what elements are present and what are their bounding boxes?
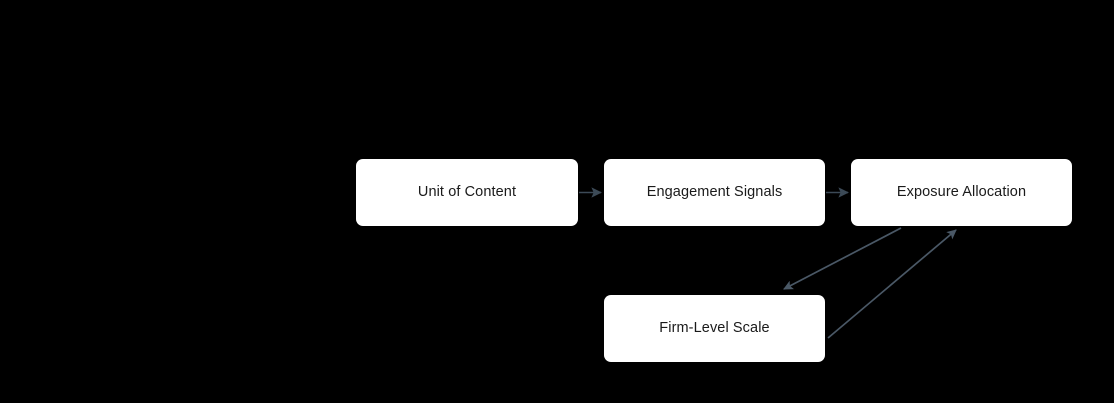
node-unit-of-content[interactable]: Unit of Content	[356, 159, 578, 226]
node-engagement-signals[interactable]: Engagement Signals	[604, 159, 825, 226]
edge-exposure-to-firm	[783, 227, 902, 290]
node-label-exposure-allocation: Exposure Allocation	[896, 183, 1027, 200]
node-exposure-allocation[interactable]: Exposure Allocation	[851, 159, 1072, 226]
edge-firm-to-exposure	[827, 229, 957, 339]
node-firm-level-scale[interactable]: Firm-Level Scale	[604, 295, 825, 362]
node-label-firm-level-scale: Firm-Level Scale	[659, 319, 770, 336]
node-label-unit-of-content: Unit of Content	[417, 183, 517, 200]
node-label-engagement-signals: Engagement Signals	[646, 183, 783, 200]
